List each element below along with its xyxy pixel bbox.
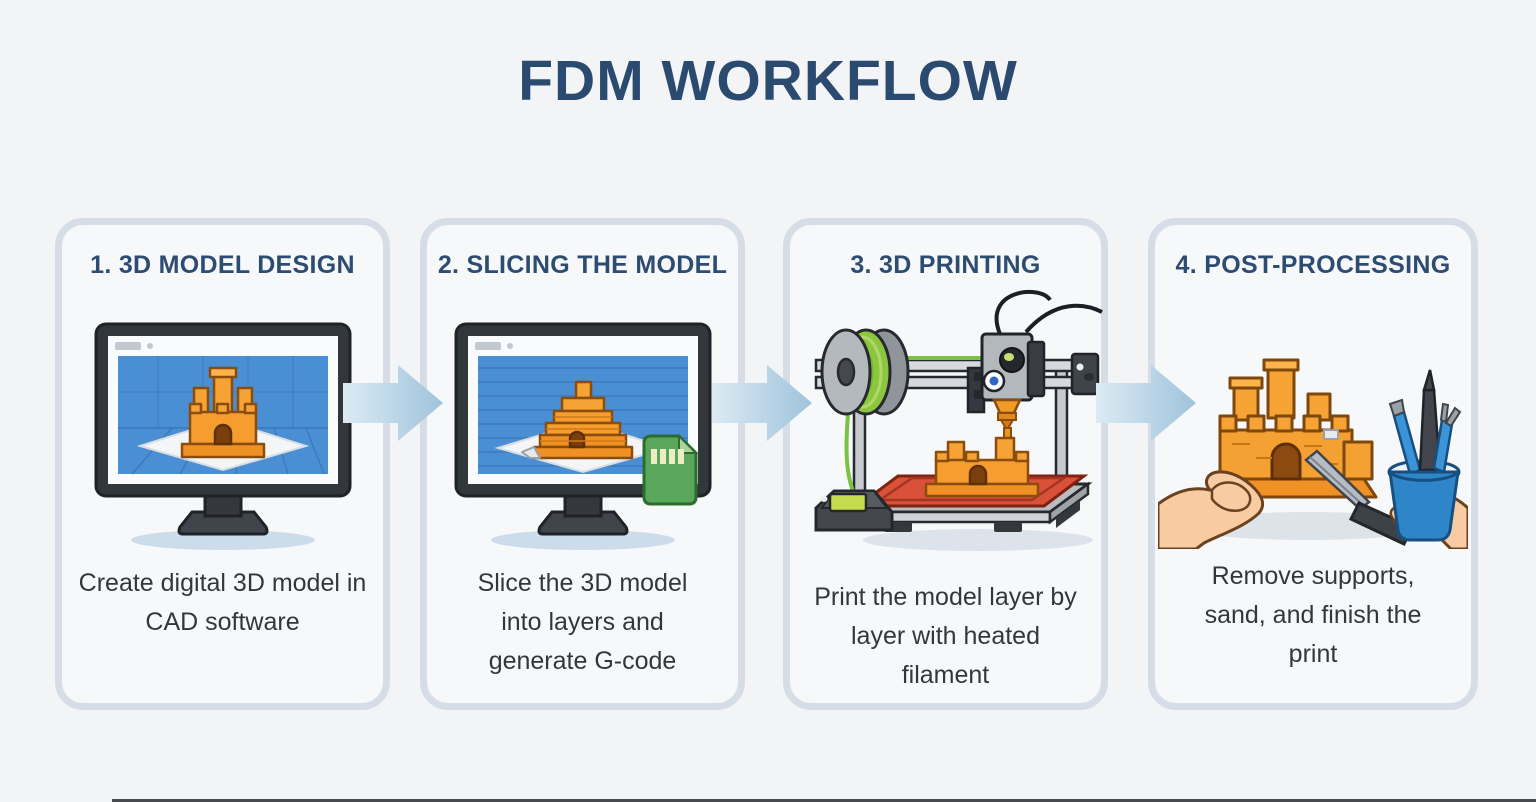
post-processing-illustration: [1158, 312, 1468, 549]
step-description: Create digital 3D model in CAD software: [78, 569, 367, 636]
printed-castle-model-icon: [924, 436, 1040, 498]
cable: [994, 289, 1052, 335]
monitor-icon: [94, 322, 351, 550]
hands-finishing-print-icon: [1158, 358, 1468, 549]
sliced-castle-model-icon: [520, 380, 633, 460]
step-description: Print the model layer by layer with heat…: [814, 583, 1077, 689]
tool-cup-icon: [1387, 369, 1462, 542]
flow-arrow-icon: [1096, 365, 1196, 441]
step-heading: 2. SLICING THE MODEL: [437, 251, 728, 279]
step-description: Remove supports, sand, and finish the pr…: [1204, 562, 1422, 668]
step-card-slicing-the-model: 2. SLICING THE MODEL: [420, 218, 745, 710]
pen-tip: [1388, 398, 1406, 418]
monitor-icon: [454, 322, 711, 550]
page-title: FDM WORKFLOW: [518, 49, 1018, 113]
control-panel-icon: [814, 489, 894, 532]
printer-icon: [814, 289, 1103, 551]
cable: [1024, 303, 1103, 334]
step-card-3d-model-design: 1. 3D MODEL DESIGN: [55, 218, 390, 710]
monitor-slicer-illustration: [448, 316, 718, 556]
filament-spool-icon: [820, 328, 910, 416]
left-thumb: [1210, 481, 1252, 512]
flow-arrow-icon: [712, 365, 812, 441]
bottom-edge-line: [112, 799, 1536, 802]
toolbar-chip-icon: [474, 342, 501, 350]
printer-illustration: [788, 272, 1103, 564]
step-heading: 3. 3D PRINTING: [850, 251, 1041, 279]
toolbar-chip-icon: [114, 342, 141, 350]
step-heading: 1. 3D MODEL DESIGN: [90, 251, 355, 279]
step-heading: 4. POST-PROCESSING: [1175, 251, 1451, 279]
step-description: Slice the 3D model into layers and gener…: [477, 569, 688, 675]
flow-arrow-icon: [343, 365, 443, 441]
monitor-cad-illustration: [88, 316, 358, 556]
gcode-file-icon: [642, 433, 698, 506]
lcd-screen: [828, 492, 868, 513]
castle-model-icon: [180, 366, 265, 459]
step-card-post-processing: 4. POST-PROCESSING: [1148, 218, 1478, 710]
step-card-3d-printing: 3. 3D PRINTING: [783, 218, 1108, 710]
